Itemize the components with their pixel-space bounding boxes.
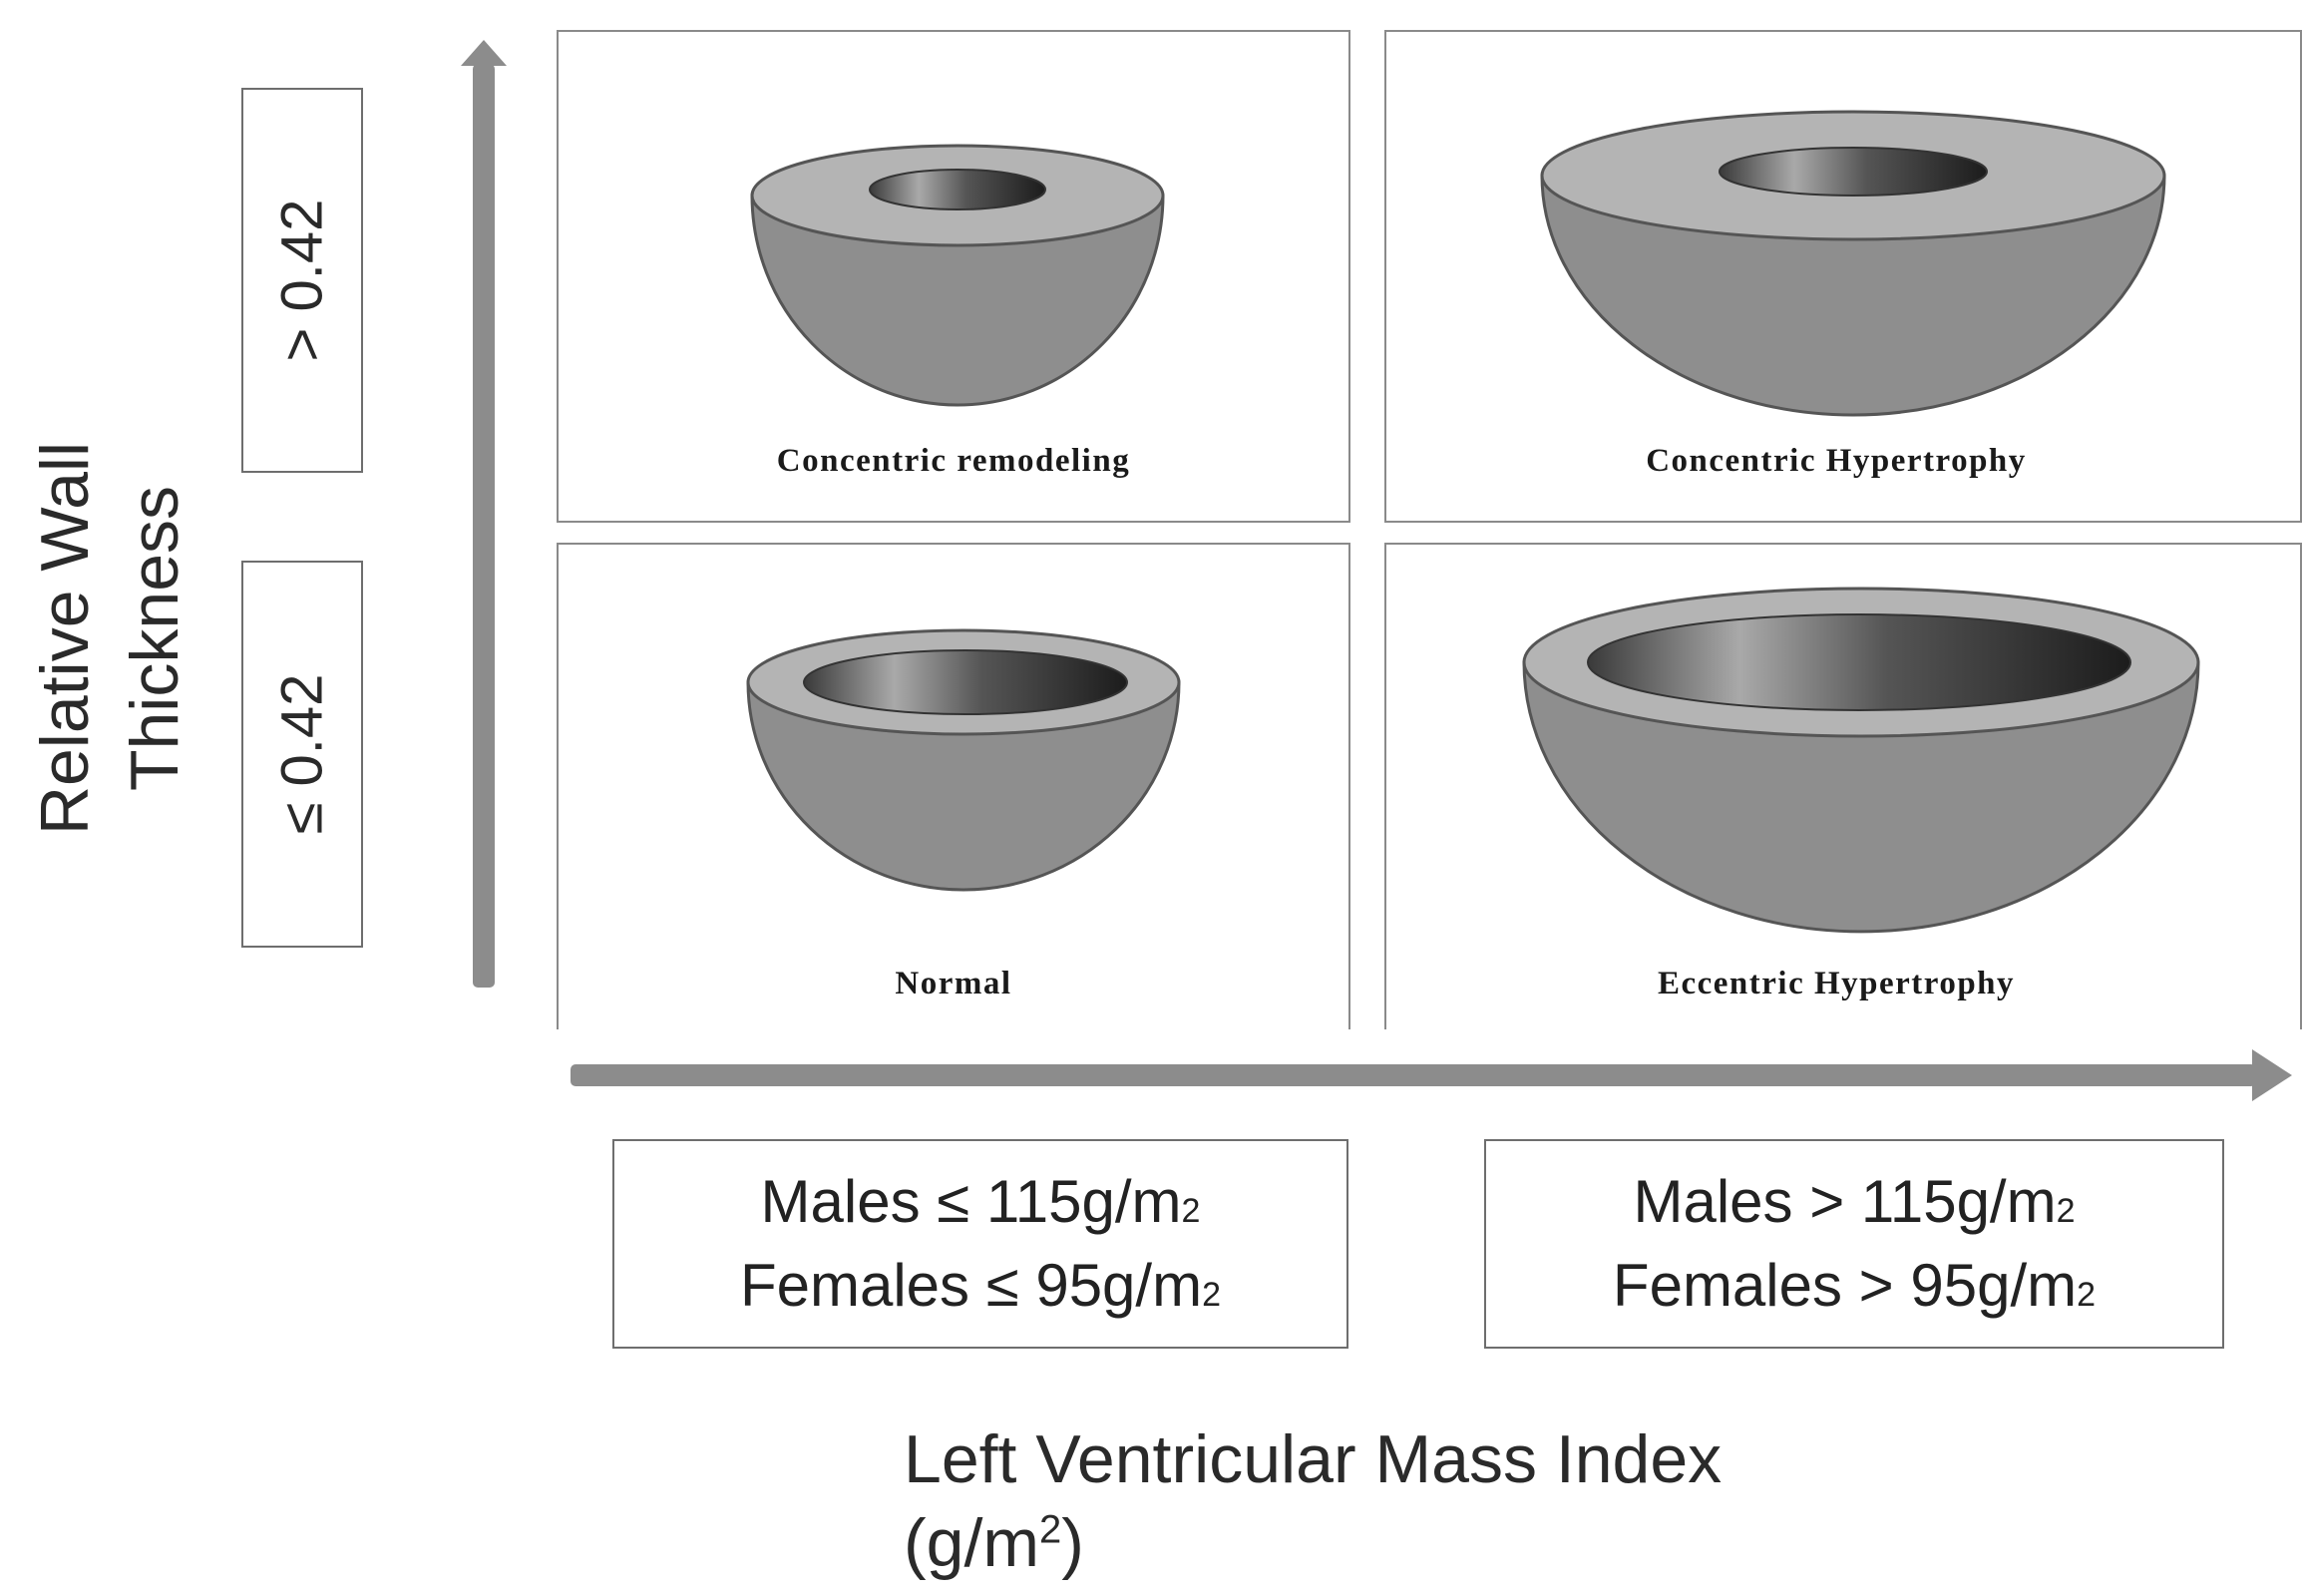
y-axis-title-line2: Thickness <box>117 485 192 792</box>
panel-label-concentric-hypertrophy: Concentric Hypertrophy <box>1646 443 2027 479</box>
panel-eccentric-hypertrophy: Eccentric Hypertrophy <box>1384 543 2302 1029</box>
panel-label-concentric-remodeling: Concentric remodeling <box>776 443 1131 479</box>
threshold-box-low: ≤ 0.42 <box>241 561 363 948</box>
y-axis-arrow <box>461 40 507 988</box>
threshold-box-high: > 0.42 <box>241 88 363 473</box>
x-axis-arrow <box>571 1049 2292 1101</box>
panel-concentric-remodeling: Concentric remodeling <box>557 30 1350 523</box>
panel-normal: Normal <box>557 543 1350 1029</box>
x-axis-title-line2: (g/m2) <box>904 1505 1084 1581</box>
y-axis-title: Relative Wall Thickness <box>20 442 192 835</box>
panel-label-eccentric-hypertrophy: Eccentric Hypertrophy <box>1657 966 2016 1001</box>
threshold-high-label: > 0.42 <box>269 199 335 362</box>
y-axis-title-line1: Relative Wall <box>27 441 103 836</box>
bowl-normal-icon <box>746 628 1181 892</box>
panel-concentric-hypertrophy: Concentric Hypertrophy <box>1384 30 2302 523</box>
threshold-low-label: ≤ 0.42 <box>269 673 335 835</box>
bowl-eccentric-hypertrophy-icon <box>1522 587 2200 934</box>
bowl-concentric-remodeling-icon <box>750 144 1165 407</box>
x-axis-title-line1: Left Ventricular Mass Index <box>904 1421 1723 1497</box>
panel-label-normal: Normal <box>895 966 1012 1001</box>
bowl-concentric-hypertrophy-icon <box>1540 110 2166 417</box>
